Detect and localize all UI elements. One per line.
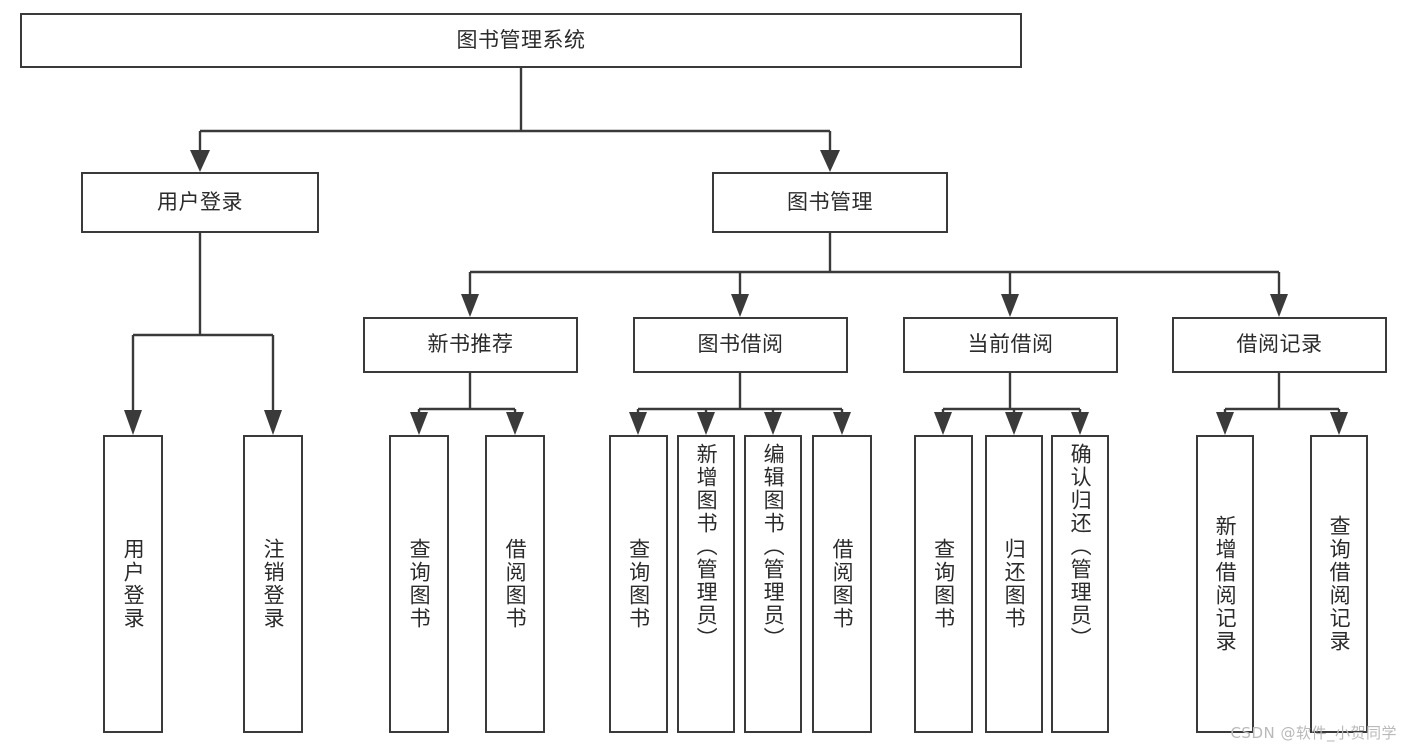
arrowhead-leaf-confirm-return (1071, 412, 1089, 435)
node-leaf-edit-book-label: 编辑图书（管理员） (761, 443, 786, 650)
node-leaf-add-borrow-record-label: 新增借阅记录 (1213, 515, 1238, 653)
node-current-borrow-label: 当前借阅 (967, 332, 1054, 357)
arrowhead-leaf-edit-book (764, 412, 782, 435)
arrowhead-leaf-borrow-book-recommend (506, 412, 524, 435)
arrowhead-leaf-user-logout (264, 410, 282, 435)
node-leaf-add-book-label: 新增图书（管理员） (694, 443, 719, 650)
node-leaf-borrow-book-recommend[interactable]: 借阅图书 (485, 435, 545, 733)
arrowhead-leaf-query-book-borrow (629, 412, 647, 435)
arrowhead-leaf-query-book-recommend (410, 412, 428, 435)
arrowhead-book-borrow (731, 294, 749, 317)
arrowhead-leaf-add-borrow-record (1216, 412, 1234, 435)
arrowhead-leaf-query-borrow-record (1330, 412, 1348, 435)
arrowhead-user-login (190, 150, 210, 172)
node-leaf-confirm-return[interactable]: 确认归还（管理员） (1051, 435, 1109, 733)
node-leaf-query-book-recommend-label: 查询图书 (407, 538, 432, 630)
node-new-book-recommend[interactable]: 新书推荐 (363, 317, 578, 373)
node-leaf-return-book-label: 归还图书 (1002, 538, 1027, 630)
arrowhead-leaf-query-book-current (934, 412, 952, 435)
arrowhead-leaf-borrow-book (833, 412, 851, 435)
arrowhead-leaf-add-book (697, 412, 715, 435)
node-leaf-query-borrow-record[interactable]: 查询借阅记录 (1310, 435, 1368, 733)
csdn-watermark: CSDN @软件_小贺同学 (1230, 724, 1397, 742)
node-new-book-recommend-label: 新书推荐 (427, 332, 514, 357)
node-leaf-return-book[interactable]: 归还图书 (985, 435, 1043, 733)
node-book-borrow-label: 图书借阅 (697, 332, 784, 357)
node-leaf-query-book-current-label: 查询图书 (931, 538, 956, 630)
node-leaf-borrow-book-label: 借阅图书 (830, 538, 855, 630)
node-book-manage-label: 图书管理 (787, 189, 873, 214)
node-leaf-query-borrow-record-label: 查询借阅记录 (1327, 515, 1352, 653)
node-root-label: 图书管理系统 (456, 27, 586, 52)
node-leaf-query-book-borrow[interactable]: 查询图书 (609, 435, 668, 733)
arrowhead-book-manage (820, 150, 840, 172)
node-borrow-record-label: 借阅记录 (1236, 332, 1323, 357)
node-leaf-borrow-book[interactable]: 借阅图书 (812, 435, 872, 733)
node-book-borrow[interactable]: 图书借阅 (633, 317, 848, 373)
node-leaf-user-logout[interactable]: 注销登录 (243, 435, 303, 733)
node-leaf-user-login[interactable]: 用户登录 (103, 435, 163, 733)
node-leaf-query-book-current[interactable]: 查询图书 (914, 435, 973, 733)
arrowhead-current-borrow (1001, 294, 1019, 317)
node-leaf-user-login-label: 用户登录 (121, 538, 146, 630)
node-leaf-confirm-return-label: 确认归还（管理员） (1068, 443, 1093, 650)
arrowhead-new-book-recommend (461, 294, 479, 317)
node-leaf-add-borrow-record[interactable]: 新增借阅记录 (1196, 435, 1254, 733)
node-leaf-query-book-recommend[interactable]: 查询图书 (389, 435, 449, 733)
arrowhead-borrow-record (1270, 294, 1288, 317)
node-book-manage[interactable]: 图书管理 (712, 172, 948, 233)
node-user-login-label: 用户登录 (157, 189, 243, 214)
node-leaf-borrow-book-recommend-label: 借阅图书 (503, 538, 528, 630)
node-leaf-user-logout-label: 注销登录 (261, 538, 286, 630)
node-root[interactable]: 图书管理系统 (20, 13, 1022, 68)
node-user-login[interactable]: 用户登录 (81, 172, 319, 233)
node-borrow-record[interactable]: 借阅记录 (1172, 317, 1387, 373)
node-leaf-edit-book[interactable]: 编辑图书（管理员） (744, 435, 802, 733)
arrowhead-leaf-return-book (1005, 412, 1023, 435)
node-leaf-query-book-borrow-label: 查询图书 (626, 538, 651, 630)
node-leaf-add-book[interactable]: 新增图书（管理员） (677, 435, 735, 733)
arrowhead-leaf-user-login (124, 410, 142, 435)
node-current-borrow[interactable]: 当前借阅 (903, 317, 1118, 373)
